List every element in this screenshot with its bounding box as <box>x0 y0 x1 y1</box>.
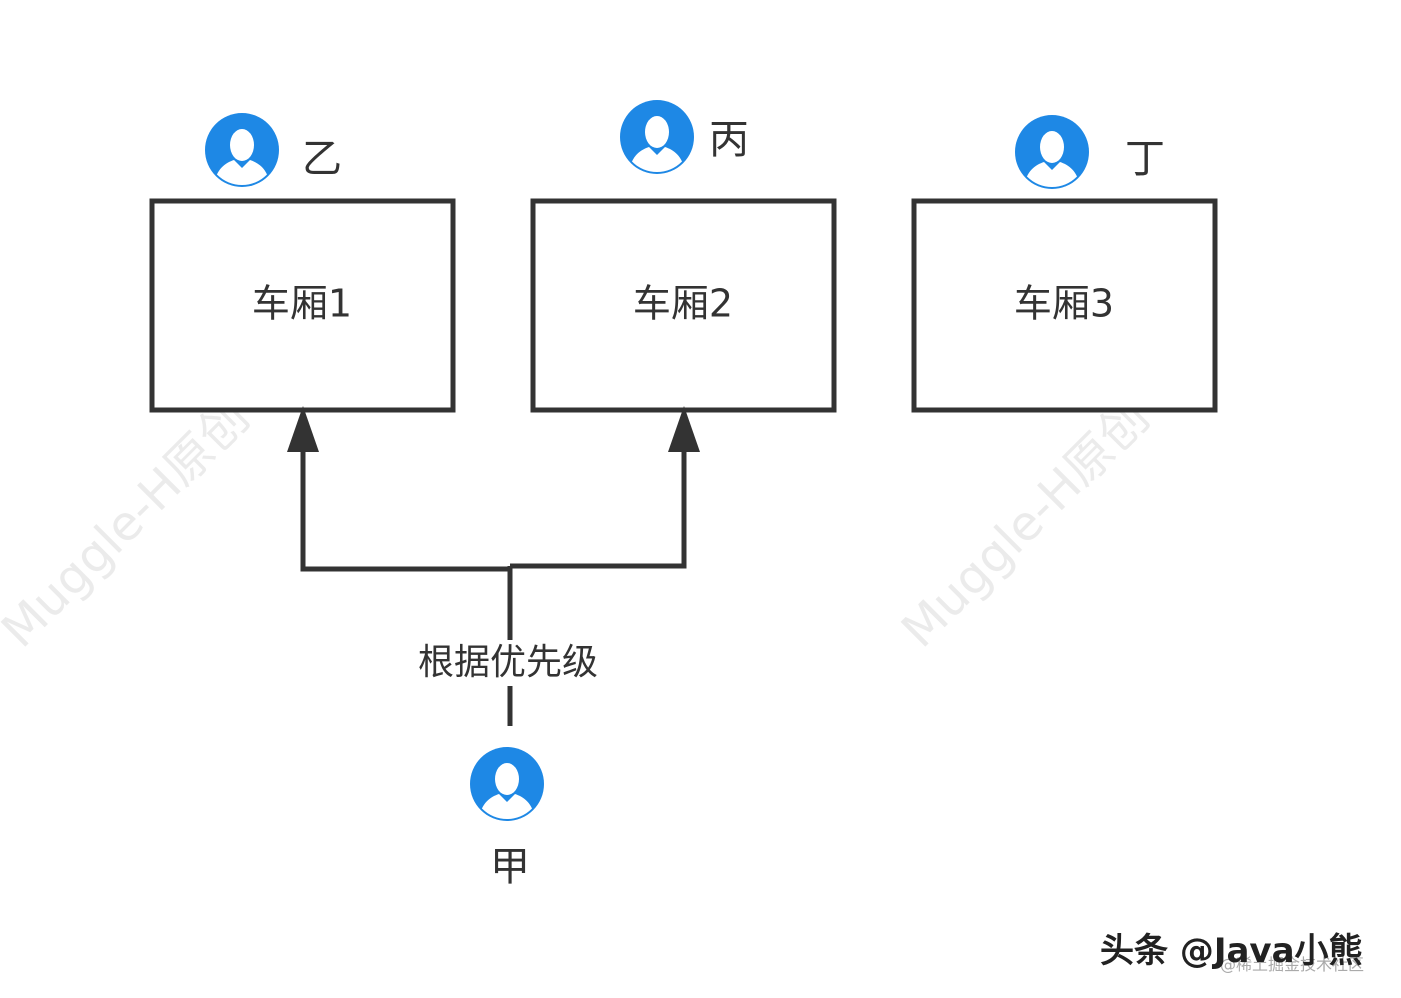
arrowhead-carriage-1 <box>287 406 319 452</box>
person-bing-label: 丙 <box>709 117 749 163</box>
user-avatar-icon <box>203 111 281 190</box>
arrowhead-carriage-2 <box>668 406 700 452</box>
priority-label: 根据优先级 <box>418 642 598 683</box>
person-jia: 甲 <box>468 745 546 890</box>
watermark-left: Muggle-H原创 <box>0 389 260 658</box>
watermark-right: Muggle-H原创 <box>891 389 1160 658</box>
user-avatar-icon <box>1013 113 1091 192</box>
person-jia-label: 甲 <box>490 844 530 890</box>
person-bing: 丙 <box>618 98 749 177</box>
carriage-1-label: 车厢1 <box>252 282 352 326</box>
user-avatar-icon <box>618 98 696 177</box>
carriage-3: 车厢3 <box>911 198 1218 413</box>
footer-author: 头条 @Java小熊 <box>1100 931 1363 971</box>
person-ding-label: 丁 <box>1125 136 1165 182</box>
person-yi: 乙 <box>203 111 342 190</box>
person-yi-label: 乙 <box>302 136 342 182</box>
user-avatar-icon <box>468 745 546 824</box>
connector-to-carriage-1 <box>300 450 513 572</box>
carriage-2-label: 车厢2 <box>633 282 733 326</box>
person-ding: 丁 <box>1013 113 1165 192</box>
carriage-2: 车厢2 <box>530 198 837 413</box>
carriage-3-label: 车厢3 <box>1014 282 1114 326</box>
footer-source: @稀土掘金技术社区 <box>1220 955 1364 974</box>
carriage-1: 车厢1 <box>149 198 456 413</box>
connector-group: 根据优先级 <box>287 406 700 726</box>
connector-to-carriage-2 <box>510 450 687 569</box>
